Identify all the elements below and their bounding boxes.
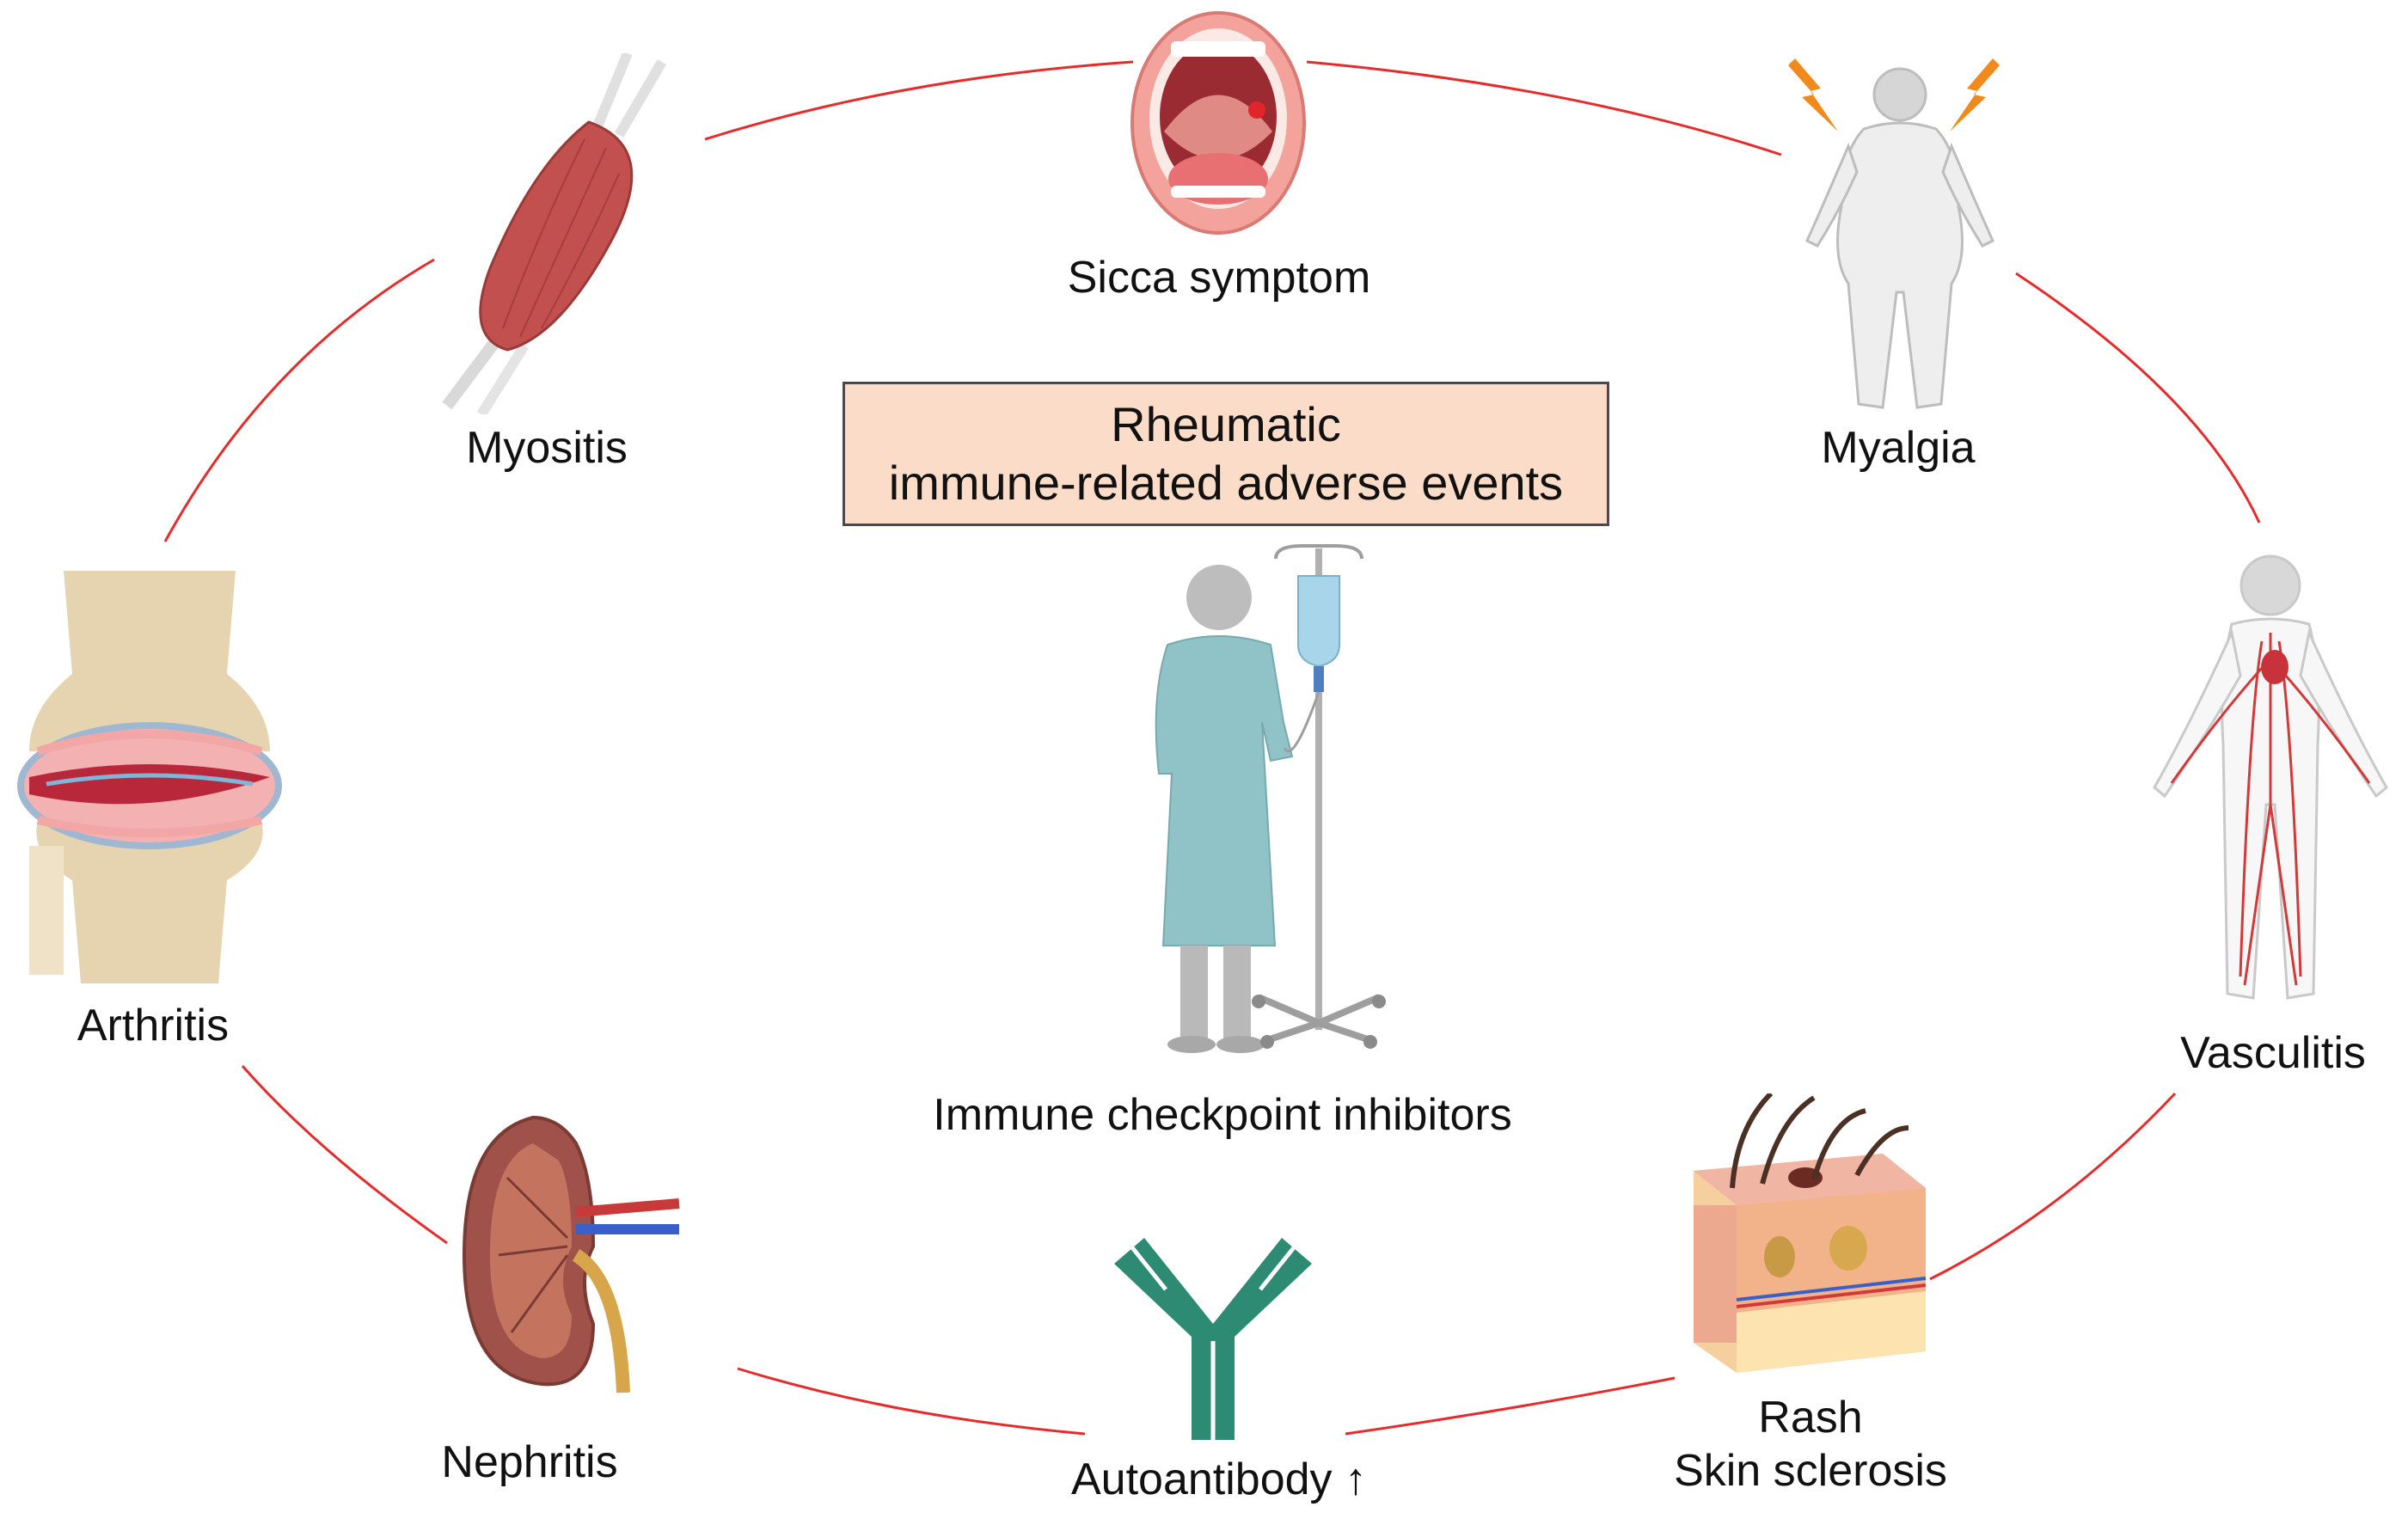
lightning-icon — [1950, 58, 2000, 132]
arc-sicca-myalgia — [1306, 60, 1782, 156]
label-myositis: Myositis — [466, 423, 628, 473]
arc-sicca-myositis — [704, 60, 1134, 141]
arc-arthritis-myositis — [163, 258, 435, 542]
lightning-icon — [1788, 58, 1838, 132]
patient-icon — [1155, 565, 1294, 1053]
arc-nephritis-arthritis — [241, 1065, 448, 1245]
label-autoantibody: Autoantibody ↑ — [1070, 1455, 1368, 1504]
title-line-1: Rheumatic — [1111, 396, 1341, 451]
woman-body-icon — [1805, 67, 1994, 409]
label-myalgia: Myalgia — [1821, 423, 1976, 473]
arc-myalgia-vasculitis — [2015, 272, 2261, 524]
label-nephritis: Nephritis — [441, 1437, 618, 1487]
skin-section-icon — [1694, 1093, 1927, 1373]
arc-autoantibody-nephritis — [737, 1367, 1086, 1436]
title-box: Rheumatic immune-related adverse events — [842, 382, 1609, 526]
muscle-icon — [442, 53, 667, 414]
arc-rash-autoantibody — [1345, 1376, 1676, 1436]
arc-vasculitis-rash — [1929, 1092, 2177, 1281]
title-line-2: immune-related adverse events — [888, 456, 1564, 510]
iv-stand-icon — [1252, 544, 1386, 1049]
label-immune-checkpoint-inhibitors: Immune checkpoint inhibitors — [933, 1090, 1512, 1140]
circulatory-body-icon — [2153, 554, 2388, 1000]
label-rash-line-1: Rash — [1758, 1393, 1863, 1442]
label-rash: Rash Skin sclerosis — [1674, 1391, 1947, 1498]
label-sicca-symptom: Sicca symptom — [1067, 253, 1371, 303]
knee-joint-icon — [17, 571, 282, 983]
antibody-icon — [1114, 1238, 1312, 1440]
label-vasculitis: Vasculitis — [2180, 1028, 2366, 1078]
mouth-icon — [1130, 11, 1306, 235]
kidney-icon — [462, 1115, 680, 1393]
label-rash-line-2: Skin sclerosis — [1674, 1446, 1947, 1497]
label-arthritis: Arthritis — [77, 1001, 230, 1050]
